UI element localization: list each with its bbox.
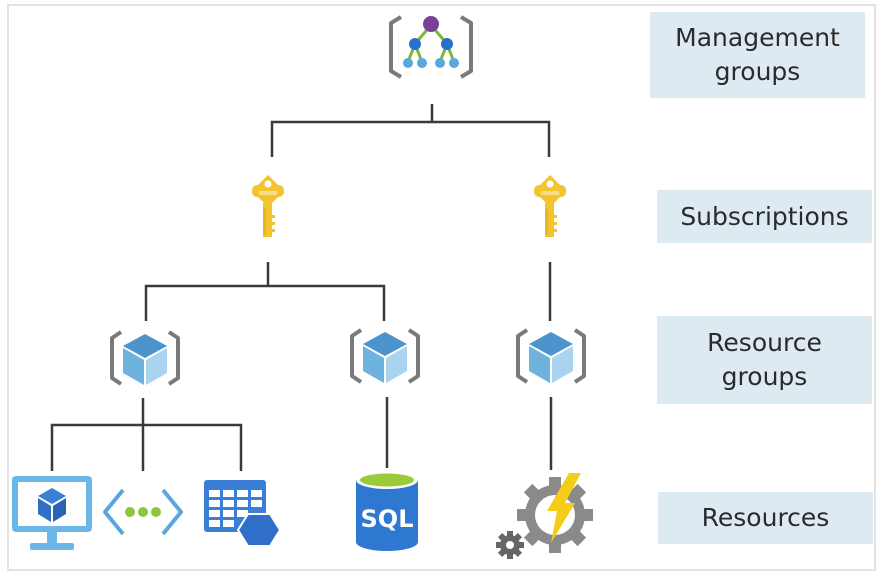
management-group-icon [389,15,473,79]
level-label-management-groups: Management groups [650,12,865,98]
label-line: Management [675,23,840,52]
subscription-key-icon [252,175,284,237]
sql-database-icon: SQL [356,471,418,551]
label-line: groups [714,57,801,86]
resource-group-icon [110,330,180,387]
sql-label: SQL [361,505,414,533]
label-line: Resource [707,328,822,357]
diagram-frame [7,4,876,571]
level-label-resources: Resources [658,492,873,544]
resource-group-icon [516,328,586,385]
virtual-machine-icon [12,476,92,550]
resource-group-icon [350,328,420,385]
automation-gear-icon [496,473,593,559]
level-label-subscriptions: Subscriptions [657,190,872,243]
connectors [50,104,553,471]
storage-table-icon [204,480,282,547]
level-label-resource-groups: Resource groups [657,316,872,404]
label-line: Resources [701,503,830,532]
subscription-key-icon [534,175,566,237]
small-gear-icon [496,531,524,559]
label-line: groups [721,362,808,391]
label-line: Subscriptions [680,201,849,231]
connector-mg-to-subscriptions [270,120,551,157]
virtual-network-icon [103,488,183,536]
connector-sub1-to-rgs [144,284,386,321]
connector-rg1-to-resources [50,423,243,471]
